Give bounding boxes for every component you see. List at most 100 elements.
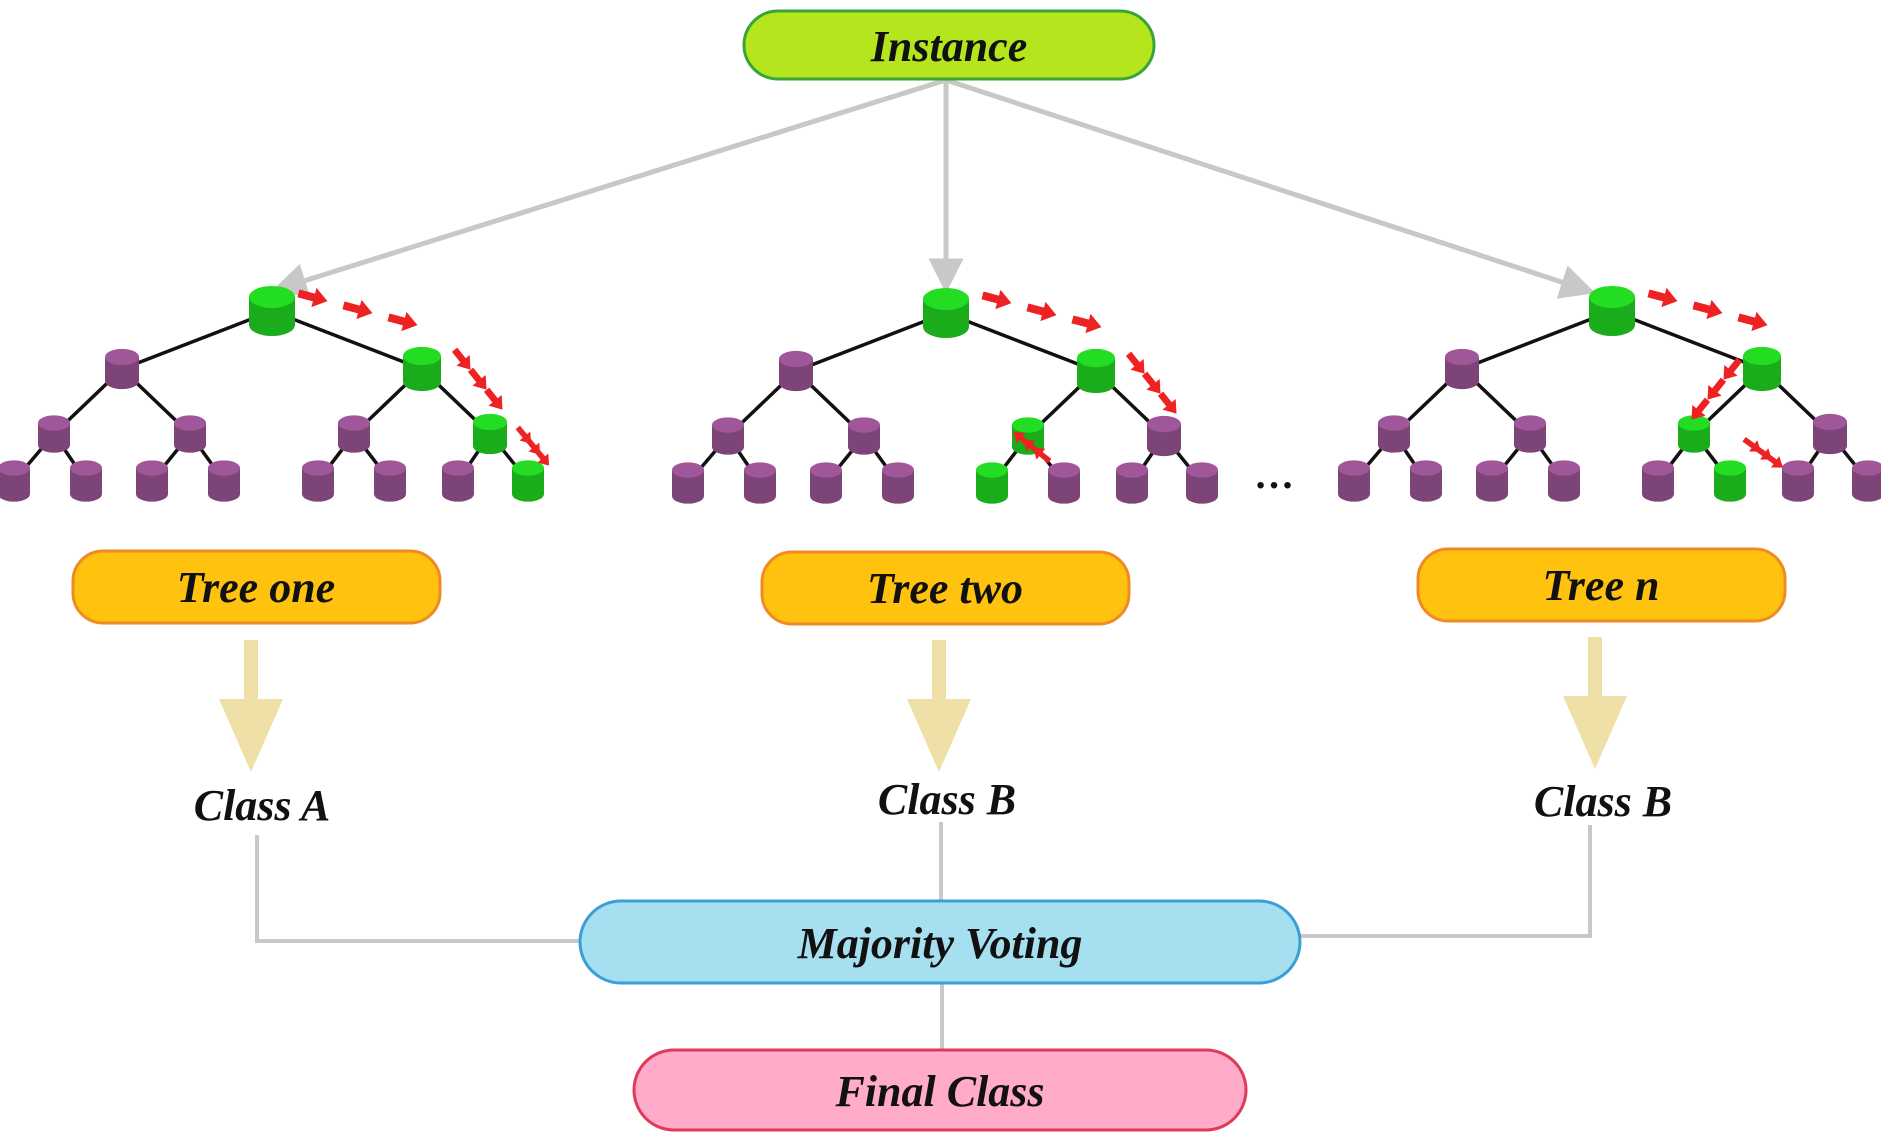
path-arrow-icon	[387, 311, 418, 332]
tree-edge	[1461, 309, 1613, 371]
decision-node-active	[1678, 415, 1710, 453]
decision-node	[136, 460, 168, 502]
decision-node-active	[976, 462, 1008, 504]
path-arrow-icon	[1141, 371, 1161, 394]
tree-two-graph	[672, 287, 1218, 504]
path-arrow-icon	[1723, 357, 1743, 380]
decision-node-active	[473, 413, 507, 455]
decision-node	[1642, 460, 1674, 502]
majority-voting-node: Majority Voting	[578, 899, 1302, 985]
decision-node	[302, 460, 334, 502]
decision-node-active	[1589, 285, 1635, 337]
instance-node: Instance	[742, 9, 1156, 81]
decision-node-active	[1714, 460, 1746, 502]
path-arrow-icon	[1737, 311, 1768, 332]
tree-edge	[271, 309, 423, 371]
decision-node	[0, 460, 30, 502]
voting-connectors	[255, 822, 1592, 1050]
decision-node	[105, 348, 139, 390]
down-arrow	[907, 640, 971, 772]
final-class-label: Final Class	[834, 1067, 1044, 1116]
decision-node	[442, 460, 474, 502]
connector-class-b-n	[1300, 825, 1592, 938]
path-arrow-icon	[1071, 313, 1102, 334]
decision-node	[1782, 460, 1814, 502]
final-class-node: Final Class	[632, 1048, 1248, 1132]
instance-connectors	[271, 77, 1596, 299]
decision-node-active	[403, 346, 441, 392]
path-arrow-icon	[533, 447, 550, 466]
tree-label-one: Tree one	[71, 549, 442, 625]
class-label-two: Class B	[878, 775, 1016, 824]
decision-node	[1338, 460, 1370, 502]
path-arrow-icon	[1647, 287, 1678, 308]
decision-node-active	[1743, 346, 1781, 392]
path-arrow-icon	[1707, 377, 1727, 400]
tree-label-pill	[71, 549, 442, 625]
instance-pill	[742, 9, 1156, 81]
class-label-n: Class B	[1534, 777, 1672, 826]
decision-node-active	[1077, 348, 1115, 394]
majority-voting-label: Majority Voting	[797, 919, 1083, 968]
tree-label-text: Tree two	[867, 564, 1023, 613]
decision-node	[374, 460, 406, 502]
path-arrow-icon	[467, 367, 487, 390]
decision-node	[1410, 460, 1442, 502]
tree-label-two: Tree two	[760, 550, 1131, 626]
path-arrow-icon	[483, 387, 503, 410]
tree-edge	[795, 311, 947, 373]
decision-node	[1445, 348, 1479, 390]
connector-class-a	[255, 835, 580, 943]
decision-node	[1476, 460, 1508, 502]
decision-node-active	[512, 460, 544, 502]
tree-edge	[121, 309, 273, 371]
tree-one-graph	[0, 285, 550, 502]
decision-node-active	[249, 285, 295, 337]
connector-to-tree-one	[271, 77, 947, 298]
decision-node	[208, 460, 240, 502]
majority-voting-pill	[578, 899, 1302, 985]
path-arrow-icon	[1125, 351, 1145, 374]
tree-label-pill	[1416, 547, 1787, 623]
path-arrow-icon	[981, 289, 1012, 310]
decision-node	[38, 415, 70, 453]
decision-node	[338, 415, 370, 453]
decision-node	[1116, 462, 1148, 504]
instance-label: Instance	[870, 22, 1027, 71]
decision-node	[712, 417, 744, 455]
path-arrow-icon	[1026, 301, 1057, 322]
path-arrow-icon	[1692, 299, 1723, 320]
connector-to-tree-n	[945, 77, 1596, 299]
decision-node	[1548, 460, 1580, 502]
tree-n-graph	[1338, 285, 1881, 502]
decision-node	[1852, 460, 1881, 502]
tree-label-text: Tree one	[177, 563, 335, 612]
decision-node	[1147, 415, 1181, 457]
ellipsis: …	[1254, 452, 1294, 497]
decision-node	[744, 462, 776, 504]
decision-node	[848, 417, 880, 455]
tree-label-text: Tree n	[1543, 561, 1660, 610]
final-class-pill	[632, 1048, 1248, 1132]
decision-node-active	[923, 287, 969, 339]
tree-label-pill	[760, 550, 1131, 626]
class-label-one: Class A	[194, 781, 331, 830]
decision-node	[672, 462, 704, 504]
down-arrow	[1563, 637, 1627, 769]
decision-node	[882, 462, 914, 504]
path-arrow-icon	[1013, 432, 1032, 448]
decision-node	[1378, 415, 1410, 453]
decision-trees	[0, 285, 1881, 504]
tree-label-n: Tree n	[1416, 547, 1787, 623]
decision-node	[174, 415, 206, 453]
decision-node	[1048, 462, 1080, 504]
decision-node	[810, 462, 842, 504]
down-arrow	[219, 640, 283, 772]
decision-node	[779, 350, 813, 392]
tree-edge	[945, 311, 1097, 373]
path-arrow-icon	[1764, 452, 1784, 468]
decision-node	[1514, 415, 1546, 453]
decision-node	[1186, 462, 1218, 504]
path-arrow-icon	[451, 347, 471, 370]
